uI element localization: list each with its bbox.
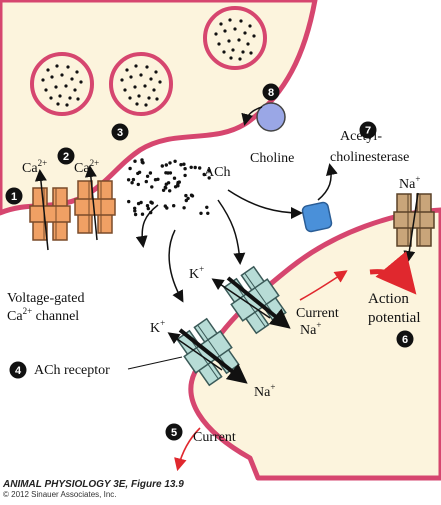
na-influx-arrow-lower: [178, 328, 248, 384]
step-badge-1: 1: [5, 187, 23, 205]
svg-text:7: 7: [365, 125, 371, 137]
figure-caption-title: ANIMAL PHYSIOLOGY 3E, Figure 13.9: [2, 479, 184, 490]
step-badge-5: 5: [165, 423, 183, 441]
figure-caption-copyright: © 2012 Sinauer Associates, Inc.: [3, 490, 117, 499]
ach-receptor-label: ACh receptor: [34, 363, 110, 378]
ach-diffusion-arrow-3: [217, 199, 246, 265]
acetylcholinesterase-enzyme: [301, 201, 333, 233]
k-efflux-arrow-upper: [211, 278, 271, 319]
choline-label: Choline: [250, 151, 294, 166]
na-label-top: Na+: [399, 174, 420, 192]
vg-channel-label-line1: Voltage-gated: [7, 291, 85, 306]
ca-influx-arrow-right: [84, 165, 98, 241]
svg-text:5: 5: [171, 427, 177, 439]
vg-channel-label-line2: Ca2+ channel: [7, 306, 79, 324]
svg-text:8: 8: [268, 87, 274, 99]
ach-label: ACh: [204, 165, 230, 180]
step-badge-2: 2: [57, 147, 75, 165]
na-influx-arrow-upper: [226, 276, 291, 329]
current-label-upper: Current: [296, 306, 339, 321]
step-badge-4: 4: [9, 361, 27, 379]
na-label-upper: Na+: [300, 320, 321, 338]
ach-diffusion-arrow-1: [135, 204, 159, 248]
ca-label-right: Ca2+: [74, 158, 99, 176]
action-potential-arrow: [369, 251, 417, 295]
synaptic-vesicle: [109, 52, 173, 116]
choline-transporter: [256, 102, 286, 132]
voltage-gated-na-channel: [393, 193, 435, 247]
svg-text:1: 1: [11, 191, 17, 203]
choline-reuptake-arrow: [241, 106, 263, 126]
step-badge-7: 7: [359, 121, 377, 139]
k-label-lower: K+: [150, 318, 165, 336]
ach-receptor-leader: [127, 356, 183, 370]
svg-text:3: 3: [117, 127, 123, 139]
na-label-lower: Na+: [254, 382, 275, 400]
current-arrow-lower: [174, 427, 201, 472]
synaptic-vesicle: [30, 52, 94, 116]
voltage-gated-ca-channel-left: [29, 187, 71, 241]
acetylcholinesterase-label-line1: Acetyl-: [340, 129, 382, 144]
k-label-upper: K+: [189, 264, 204, 282]
action-potential-label-line1: Action: [368, 291, 409, 307]
step-badge-8: 8: [262, 83, 280, 101]
k-efflux-arrow-lower: [167, 332, 223, 371]
current-label-lower: Current: [193, 430, 236, 445]
svg-text:4: 4: [15, 365, 22, 377]
ach-molecules: [126, 158, 211, 217]
ca-label-left: Ca2+: [22, 158, 47, 176]
svg-text:6: 6: [402, 334, 408, 346]
step-badge-6: 6: [396, 330, 414, 348]
step-badge-3: 3: [111, 123, 129, 141]
action-potential-label-line2: potential: [368, 310, 421, 326]
current-arrow-upper: [299, 270, 348, 301]
acetylcholinesterase-label-line2: cholinesterase: [330, 150, 409, 165]
synaptic-vesicle: [203, 6, 267, 70]
ca-influx-arrow-left: [34, 169, 49, 251]
voltage-gated-ca-channel-right: [74, 180, 116, 234]
svg-text:2: 2: [63, 151, 69, 163]
ach-diffusion-arrow-2: [168, 229, 184, 303]
na-influx-arrow-top: [403, 192, 419, 263]
ach-to-enzyme-arrow: [227, 189, 303, 219]
enzyme-to-choline-arrow: [317, 163, 338, 201]
